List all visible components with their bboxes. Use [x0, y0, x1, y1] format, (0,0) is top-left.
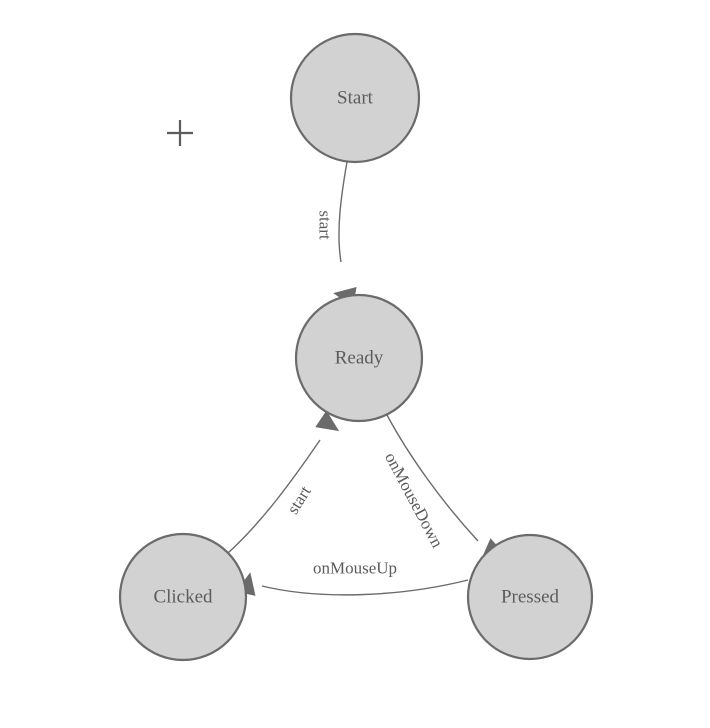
arrowhead-icon — [315, 410, 340, 432]
edge-start-to-ready[interactable]: start — [316, 161, 357, 307]
node-shape[interactable] — [118, 532, 248, 662]
edge-pressed-to-clicked[interactable]: onMouseUp — [235, 559, 469, 596]
node-shape[interactable] — [289, 32, 421, 164]
node-label: Clicked — [153, 587, 213, 608]
edge-label-start-return: start — [283, 482, 315, 517]
edge-clicked-to-ready[interactable]: start — [227, 410, 345, 554]
edge-label-onmousedown: onMouseDown — [381, 449, 447, 551]
crosshair-marker — [167, 120, 193, 146]
node-shape[interactable] — [294, 293, 424, 423]
node-ready[interactable]: Ready — [294, 293, 424, 423]
node-label: Pressed — [501, 587, 560, 608]
node-label: Ready — [335, 348, 384, 369]
node-label: Start — [337, 88, 374, 109]
edge-path[interactable] — [386, 414, 479, 542]
node-shape[interactable] — [466, 533, 594, 661]
edge-ready-to-pressed[interactable]: onMouseDown — [381, 414, 504, 568]
edge-label-onmouseup: onMouseUp — [313, 559, 397, 578]
edge-path[interactable] — [227, 439, 321, 554]
nodes-layer: Start Ready Clicked Pressed — [118, 32, 594, 662]
edge-path[interactable] — [338, 161, 348, 263]
node-clicked[interactable]: Clicked — [118, 532, 248, 662]
node-start[interactable]: Start — [289, 32, 421, 164]
edge-path[interactable] — [261, 579, 469, 596]
node-pressed[interactable]: Pressed — [466, 533, 594, 661]
edge-label-start: start — [316, 210, 335, 240]
